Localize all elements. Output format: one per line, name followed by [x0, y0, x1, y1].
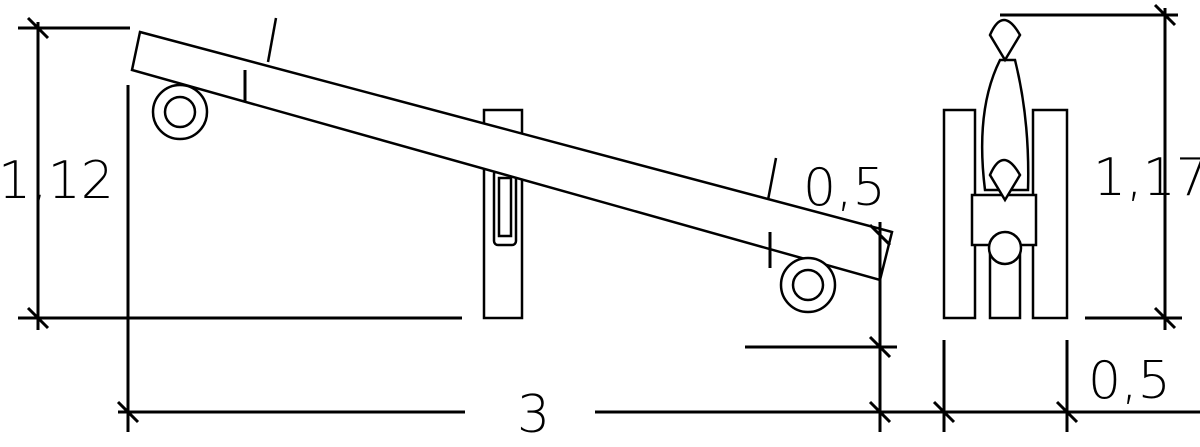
end-gap-label: 0,5 — [803, 158, 886, 218]
height-dimension-left — [18, 16, 130, 330]
side-view — [942, 18, 1069, 320]
side-height-dimension — [1000, 3, 1182, 330]
height-label-1-12: 1,12 — [0, 151, 114, 211]
side-height-label: 1,17 — [1093, 148, 1200, 208]
side-clearance-label: 0,5 — [1088, 351, 1171, 411]
side-clearance-dimension — [890, 340, 1200, 432]
length-label: 3 — [517, 385, 550, 445]
seesaw-beam — [130, 17, 894, 314]
end-gap-dimension — [745, 222, 897, 432]
length-dimension — [116, 400, 892, 424]
